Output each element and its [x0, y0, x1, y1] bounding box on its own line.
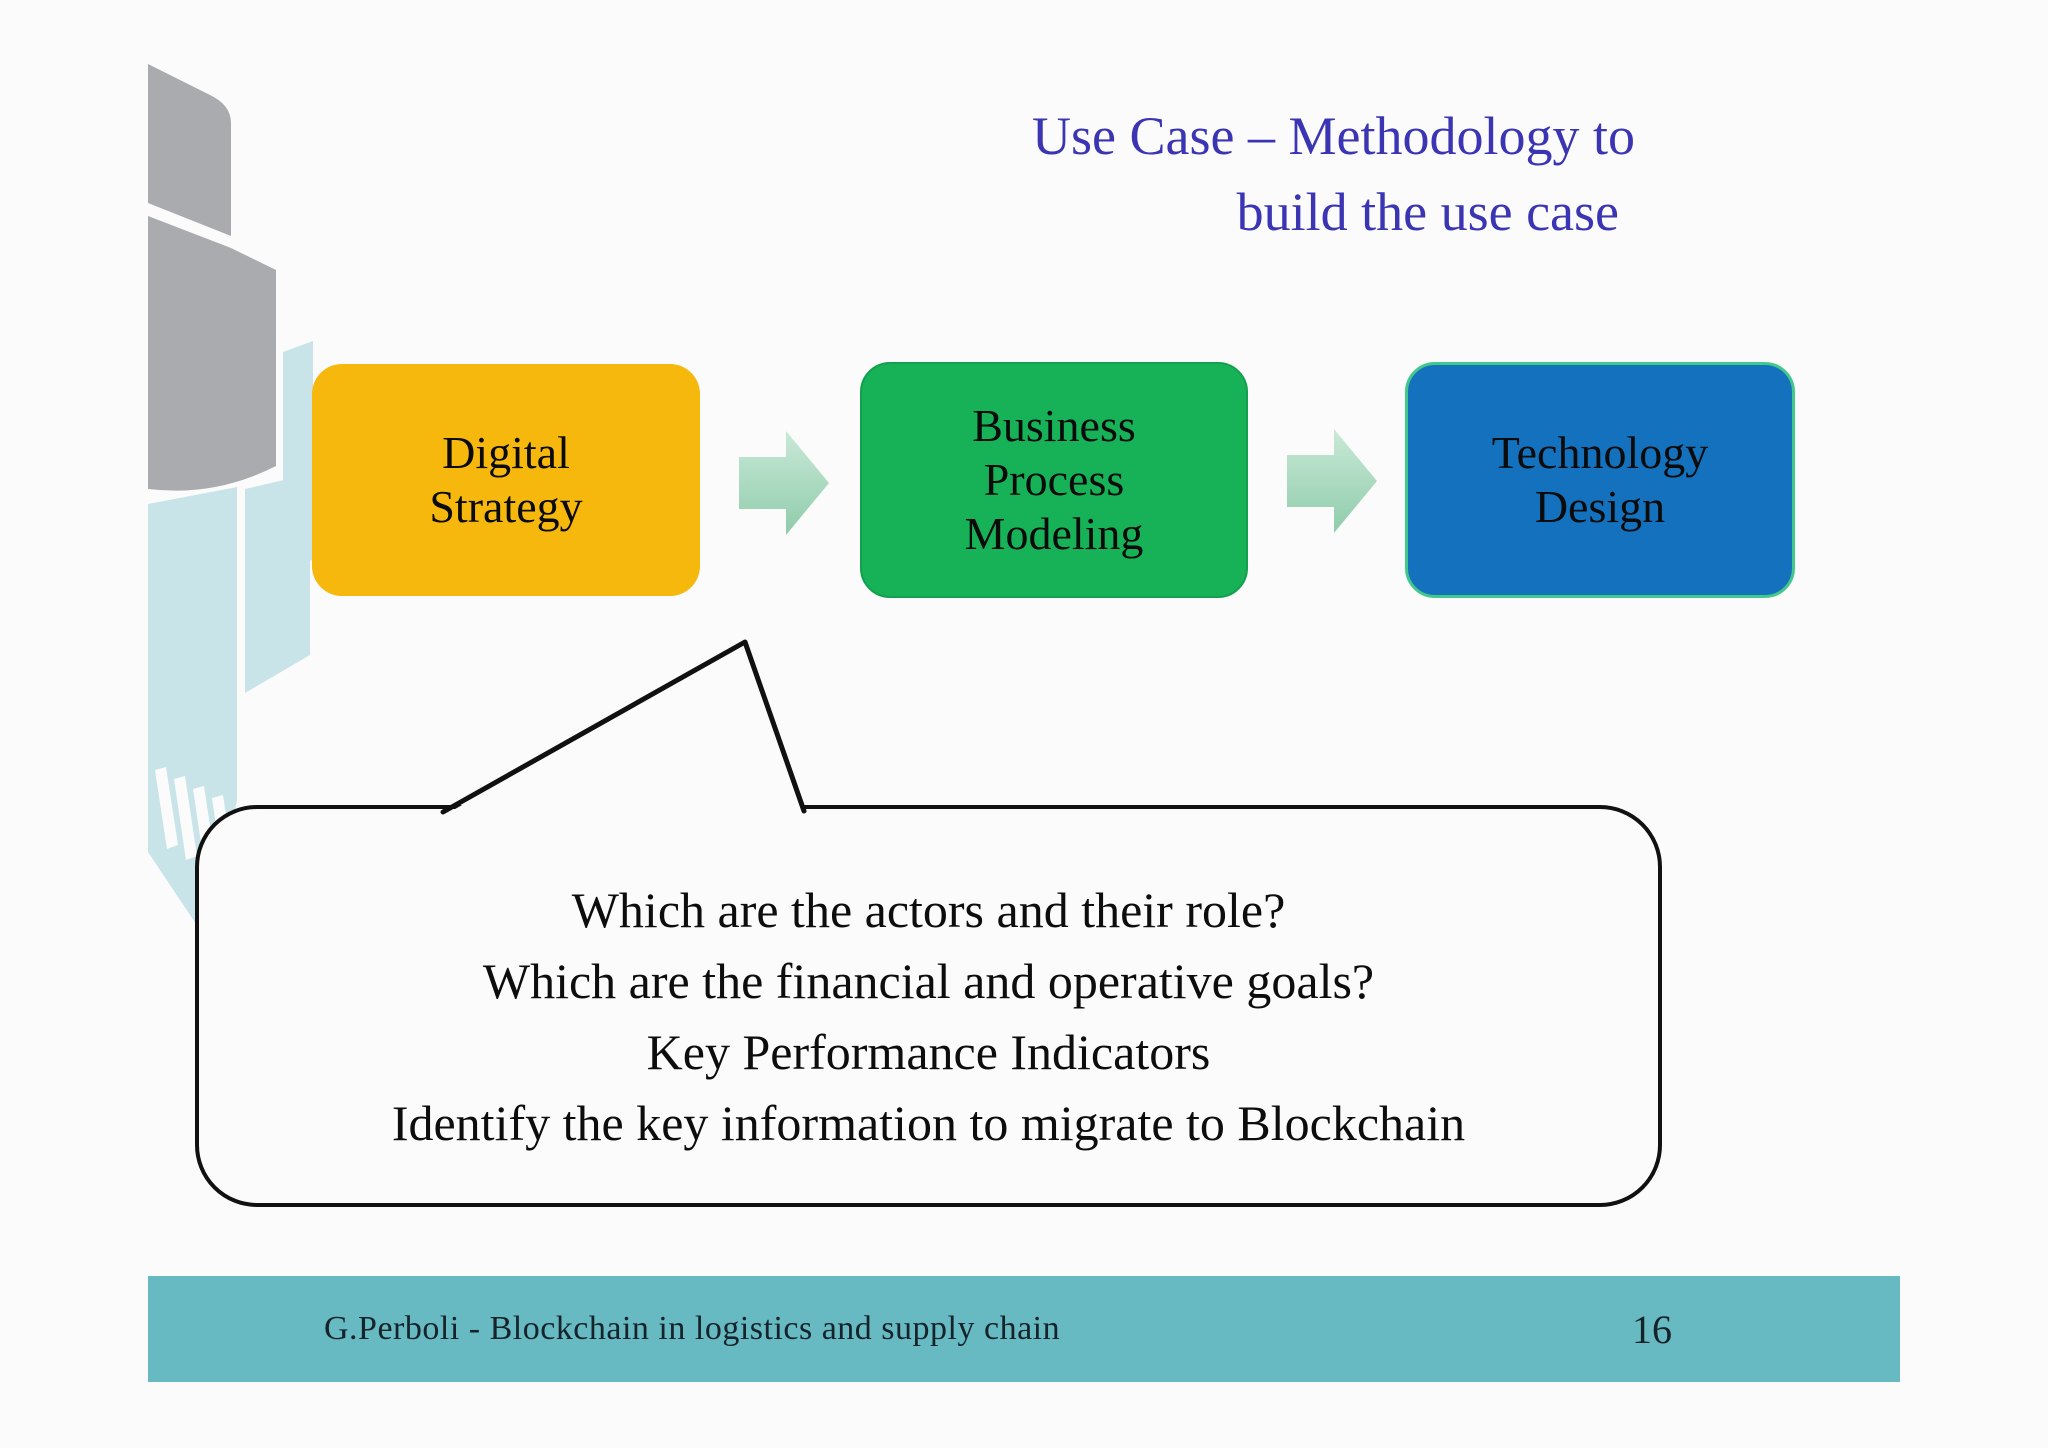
flow-arrow-icon: [1287, 429, 1377, 533]
pale-blue-slab-wing: [245, 474, 310, 693]
slide-title-line2: build the use case: [1236, 182, 1619, 242]
callout-bubble: [195, 805, 1662, 1207]
footer-bar: G.Perboli - Blockchain in logistics and …: [148, 1276, 1900, 1382]
callout-line-2: Which are the financial and operative go…: [482, 953, 1375, 1009]
gray-slab-bottom: [148, 216, 276, 491]
slide-title-line1: Use Case – Methodology to: [1032, 106, 1635, 166]
footer-credit: G.Perboli - Blockchain in logistics and …: [324, 1310, 1061, 1347]
step-business-process-modeling: Business Process Modeling: [860, 362, 1248, 598]
page-number: 16: [1632, 1306, 1672, 1352]
flow-arrow-icon: [739, 431, 829, 535]
step-digital-strategy: Digital Strategy: [312, 364, 700, 596]
slide-title: Use Case – Methodology to build the use …: [900, 98, 1635, 250]
callout-text: Which are the actors and their role? Whi…: [195, 875, 1662, 1159]
step-technology-design: Technology Design: [1405, 362, 1795, 598]
gray-slab-top: [148, 64, 231, 236]
callout-line-4: Identify the key information to migrate …: [391, 1095, 1466, 1151]
callout-bubble-tail: [440, 639, 807, 816]
callout-line-1: Which are the actors and their role?: [571, 882, 1286, 938]
callout-line-3: Key Performance Indicators: [646, 1024, 1211, 1080]
